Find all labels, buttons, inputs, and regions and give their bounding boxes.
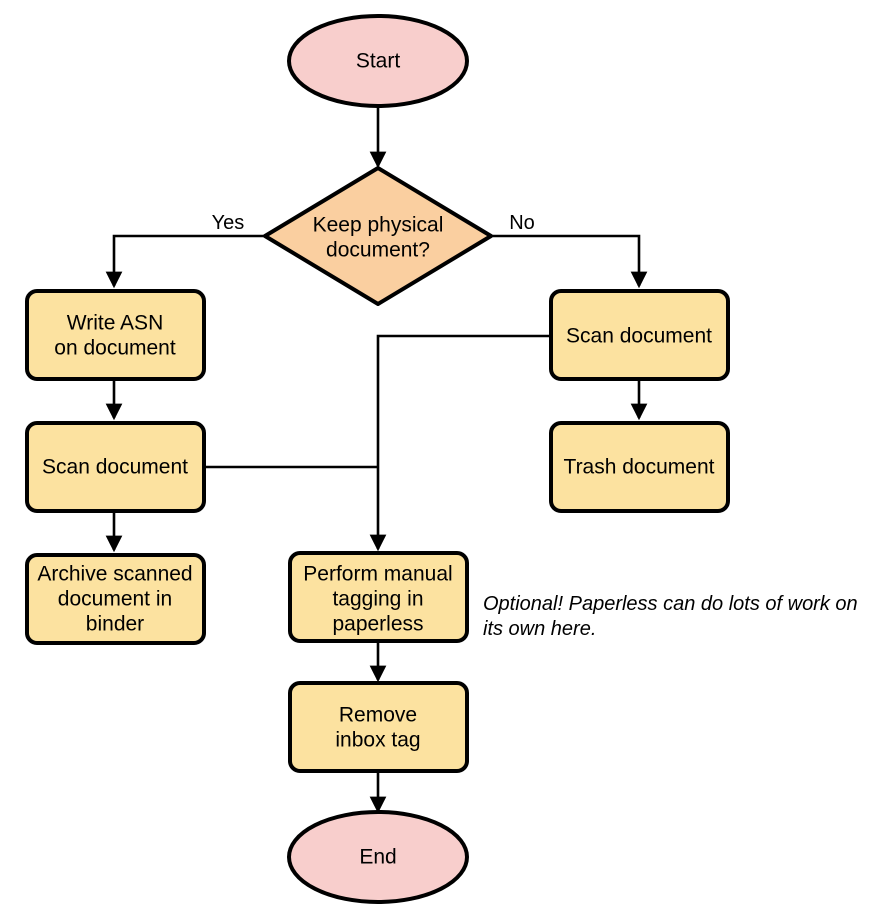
node-perform-manual-tagging[interactable]: Perform manual tagging in paperless — [288, 551, 469, 643]
tagging-label-line3: paperless — [332, 613, 423, 636]
write-asn-label-line2: on document — [54, 337, 176, 360]
edge-label-yes: Yes — [212, 212, 245, 234]
node-trash-document[interactable]: Trash document — [549, 421, 730, 513]
edge-label-no: No — [509, 212, 535, 234]
scan-document-right-label: Scan document — [566, 325, 712, 348]
archive-label-line3: binder — [86, 613, 144, 636]
remove-inbox-label-line1: Remove — [339, 704, 417, 727]
write-asn-label-line1: Write ASN — [67, 312, 163, 335]
annotation-optional-note: Optional! Paperless can do lots of work … — [483, 593, 858, 640]
node-remove-inbox-tag[interactable]: Remove inbox tag — [288, 681, 469, 773]
decision-label-line2: document? — [326, 239, 430, 262]
node-decision-keep-physical-document[interactable]: Keep physical document? — [263, 166, 493, 306]
tagging-label-line2: tagging in — [332, 588, 423, 611]
archive-label-line2: document in — [58, 588, 172, 611]
decision-label-line1: Keep physical — [313, 214, 444, 237]
optional-note-line1: Optional! Paperless can do lots of work … — [483, 593, 858, 615]
edge-decision-yes-to-write-asn — [105, 234, 265, 289]
decision-diamond — [263, 166, 493, 306]
tagging-label-line1: Perform manual — [303, 563, 452, 586]
trash-document-label: Trash document — [564, 456, 715, 479]
start-label: Start — [356, 50, 401, 73]
node-scan-document-right[interactable]: Scan document — [549, 289, 730, 381]
node-archive-scanned-document[interactable]: Archive scanned document in binder — [25, 553, 206, 645]
trash-document-box — [549, 421, 730, 513]
scan-document-right-box — [549, 289, 730, 381]
edge-scan-right-to-tagging — [369, 334, 551, 552]
archive-box — [25, 553, 206, 645]
edge-decision-no-to-scan-right — [491, 234, 648, 289]
optional-note-line2: its own here. — [483, 618, 596, 640]
node-scan-document-left[interactable]: Scan document — [25, 421, 206, 513]
node-write-asn-on-document[interactable]: Write ASN on document — [25, 289, 206, 381]
end-ellipse — [287, 810, 469, 904]
node-end[interactable]: End — [287, 810, 469, 904]
write-asn-box — [25, 289, 206, 381]
start-ellipse — [287, 14, 469, 108]
remove-inbox-label-line2: inbox tag — [335, 729, 420, 752]
tagging-box — [288, 551, 469, 643]
remove-inbox-tag-box — [288, 681, 469, 773]
node-start[interactable]: Start — [287, 14, 469, 108]
end-label: End — [359, 846, 396, 869]
archive-label-line1: Archive scanned — [37, 563, 192, 586]
scan-document-left-box — [25, 421, 206, 513]
scan-document-left-label: Scan document — [42, 456, 188, 479]
